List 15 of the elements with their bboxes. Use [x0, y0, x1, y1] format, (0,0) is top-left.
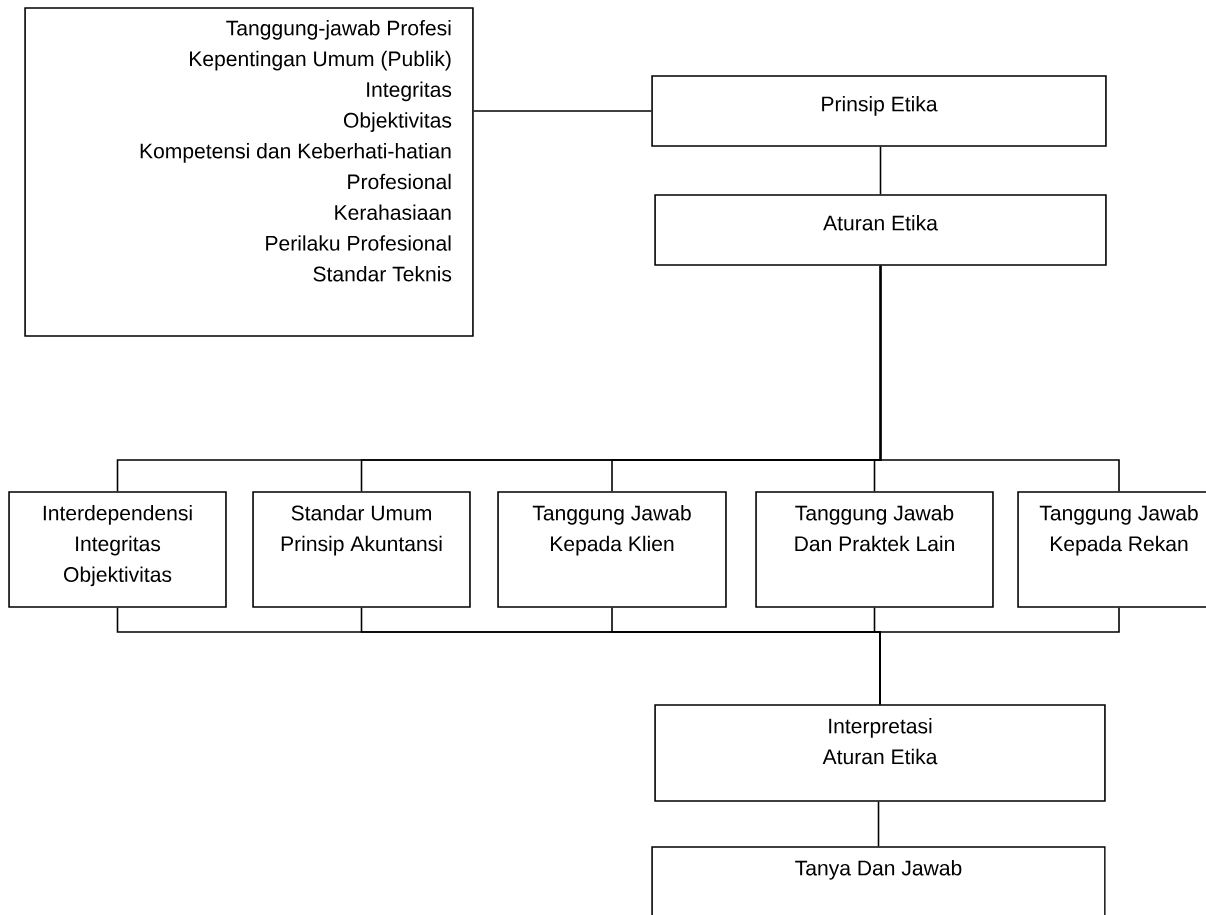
process-box: Interdependensi Integritas Objektivitas — [8, 491, 227, 608]
process-box: Tanggung Jawab Kepada Rekan — [1017, 491, 1206, 608]
connector-line — [879, 146, 882, 195]
process-box: Interpretasi Aturan Etika — [654, 704, 1106, 802]
connector-line — [879, 264, 1120, 493]
connector-line — [879, 607, 1120, 705]
connector-line — [472, 110, 653, 112]
process-box: Aturan Etika — [654, 194, 1107, 266]
process-box: Tanggung Jawab Kepada Klien — [497, 491, 727, 608]
connector-line — [877, 801, 880, 847]
process-box: Tanggung Jawab Dan Praktek Lain — [755, 491, 994, 608]
process-box: Tanya Dan Jawab — [651, 846, 1106, 915]
process-box: Prinsip Etika — [651, 75, 1107, 147]
list-box: Tanggung-jawab Profesi Kepentingan Umum (Publik) Integritas Objektivitas Kompetensi dan Keberhati-hatian Profesional Kerahasiaan Perilaku Profesional Standar Teknis — [24, 7, 474, 337]
process-box: Standar Umum Prinsip Akuntansi — [252, 491, 471, 608]
